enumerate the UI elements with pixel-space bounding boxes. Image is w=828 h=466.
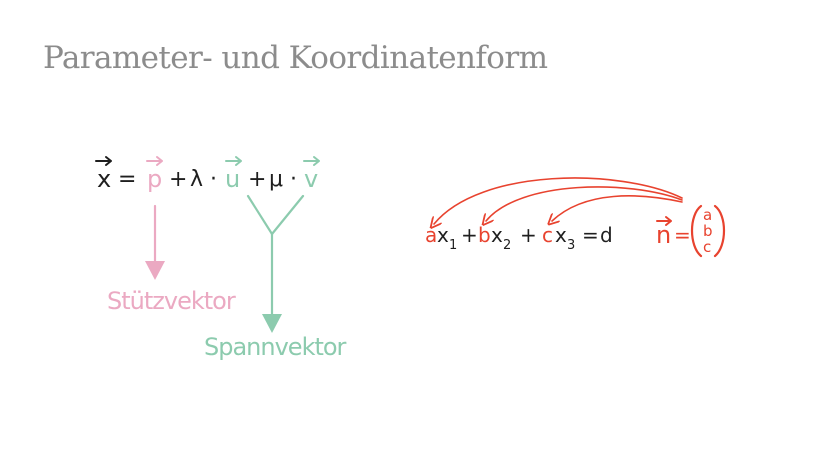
vector-u: u — [225, 156, 242, 193]
sub-1: 1 — [449, 238, 457, 253]
var-x2: x — [491, 223, 503, 247]
support-vector-label: Stützvektor — [107, 287, 236, 315]
dot-sign: · — [210, 167, 217, 192]
arrow-to-c — [552, 195, 683, 221]
vector-v: v — [303, 156, 320, 193]
coef-b: b — [478, 223, 491, 247]
left-paren — [690, 204, 703, 258]
support-vector-arrow — [145, 204, 165, 280]
normal-c: c — [703, 238, 711, 256]
plus-sign: + — [520, 223, 537, 247]
vector-x: x — [95, 156, 112, 193]
normal-a: a — [703, 206, 712, 224]
vector-arrow-icon — [303, 156, 320, 166]
coef-a: a — [425, 223, 437, 247]
sub-2: 2 — [503, 238, 511, 253]
plus-sign: + — [248, 167, 266, 192]
lambda: λ — [190, 167, 203, 192]
equals-sign: = — [674, 223, 691, 247]
vector-arrow-icon — [95, 156, 112, 166]
sub-3: 3 — [567, 238, 575, 253]
dot-sign: · — [290, 167, 297, 192]
plus-sign: + — [169, 167, 187, 192]
var-x1: x — [437, 223, 449, 247]
parameter-form-equation: x = p + λ · u + μ · v — [95, 156, 320, 193]
svg-text:x: x — [97, 165, 111, 193]
svg-text:u: u — [225, 165, 240, 193]
coef-c: c — [542, 223, 553, 247]
normal-b: b — [703, 222, 713, 240]
span-vector-label: Spannvektor — [204, 333, 347, 361]
var-x3: x — [555, 223, 567, 247]
right-paren — [713, 204, 726, 258]
arrow-to-a — [434, 177, 683, 224]
vector-n: n — [656, 221, 671, 249]
slide-title: Parameter- und Koordinatenform — [43, 40, 548, 76]
arrow-to-b — [486, 186, 683, 221]
equals-sign: = — [118, 167, 136, 192]
mu: μ — [269, 167, 283, 192]
span-vector-arrow — [246, 194, 305, 333]
normal-to-coefficient-arrows — [434, 177, 683, 224]
normal-vector: n = a b c — [656, 204, 726, 258]
vector-arrow-icon — [225, 156, 242, 166]
plus-sign: + — [461, 223, 478, 247]
equals-sign: = — [582, 223, 599, 247]
vector-arrow-icon — [146, 156, 163, 166]
svg-text:v: v — [304, 165, 318, 193]
svg-text:p: p — [147, 165, 162, 193]
coordinate-form-equation: a x 1 + b x 2 + c x 3 = d — [425, 223, 613, 253]
vector-arrow-icon — [656, 216, 672, 226]
vector-p: p — [146, 156, 163, 193]
constant-d: d — [600, 223, 613, 247]
